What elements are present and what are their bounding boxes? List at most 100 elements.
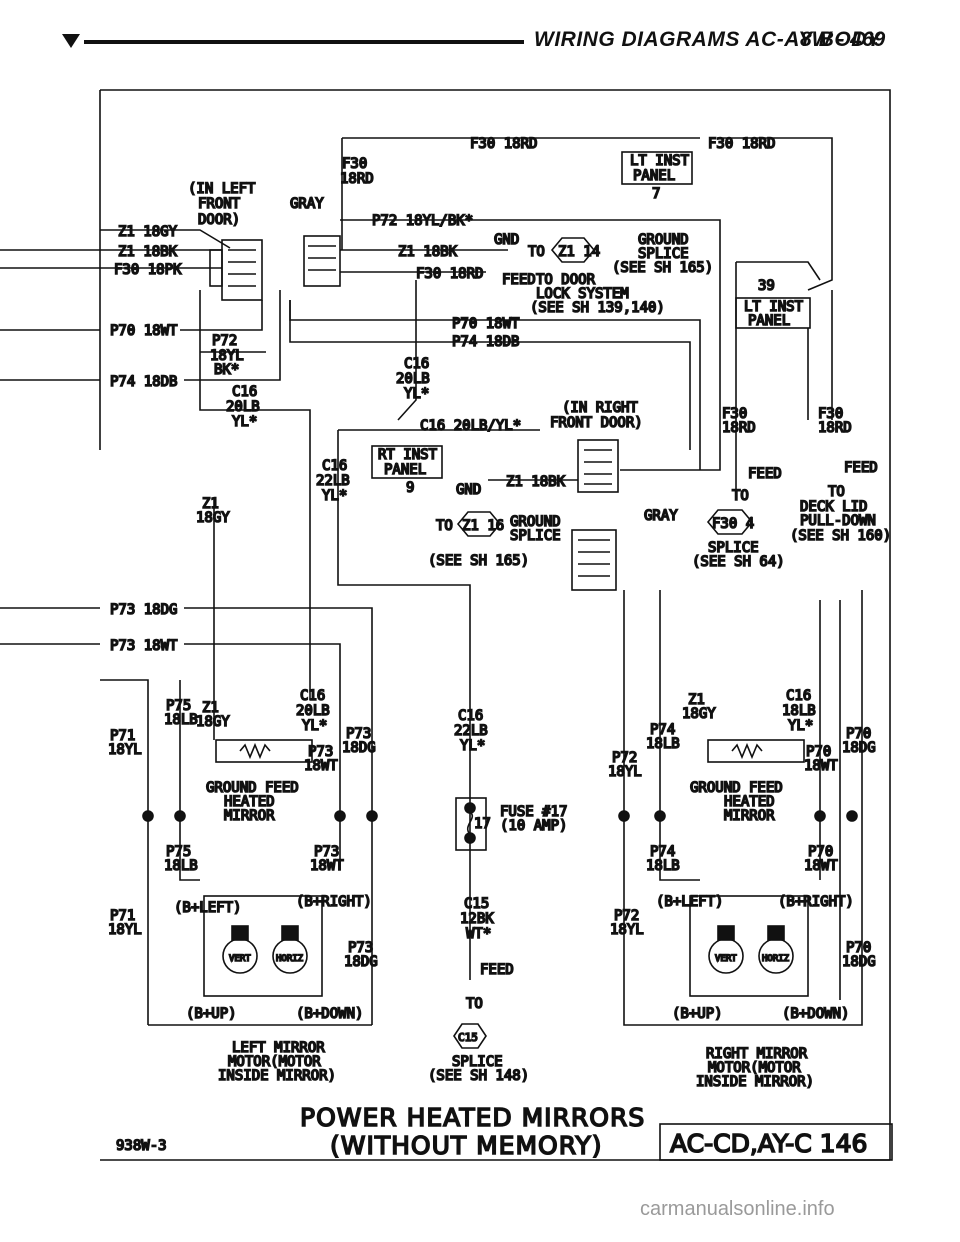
motor-label: VERT	[229, 954, 251, 964]
component-label: MOTOR(MOTOR	[228, 1054, 321, 1070]
rt-inst-panel-connector	[371, 445, 443, 479]
right-heater-element	[707, 739, 805, 763]
connector-color-label: GRAY	[290, 196, 324, 212]
wire-label: P72	[614, 908, 639, 924]
wire-label: P73 18WT	[110, 638, 178, 654]
connector-pins	[584, 449, 612, 485]
wire-label: F30	[722, 406, 747, 422]
wire-label: C16 20LB/YL*	[420, 418, 521, 434]
wire-label: P72	[212, 333, 237, 349]
wire-label: 18WT	[310, 858, 344, 874]
wire-label: 18GY	[196, 714, 230, 730]
wire-label: P73	[348, 940, 373, 956]
watermark: carmanualsonline.info	[640, 1198, 835, 1220]
splice-label: F30 4	[712, 516, 754, 532]
wire-label: Z1 18BK	[118, 244, 178, 260]
left-mirror-motor	[203, 895, 323, 997]
wire-label: P74 18DB	[110, 374, 177, 390]
wire-label: GND	[456, 482, 481, 498]
fuse-label: FUSE #17	[500, 804, 567, 820]
connector-pin: 9	[406, 480, 414, 496]
down-arrow-icon	[62, 34, 80, 48]
wire-label: 18LB	[782, 703, 816, 719]
splice-label: Z1 14	[558, 244, 600, 260]
connector-pins	[228, 249, 256, 287]
fuse-terminal	[464, 832, 476, 844]
wire-label: Z1	[688, 692, 705, 708]
component-label: RIGHT MIRROR	[706, 1046, 808, 1062]
wire-label: 20LB	[226, 399, 260, 415]
connector-label: LT INST	[630, 153, 690, 169]
wire-label: DECK LID	[800, 499, 867, 515]
wire-label: P75	[166, 698, 191, 714]
reference-label: (SEE SH 165)	[428, 553, 529, 569]
wire-c16-20lb	[337, 429, 540, 860]
right-mirror-motor	[689, 895, 809, 997]
wire-p74-center	[289, 300, 691, 450]
splice-dot	[174, 810, 186, 822]
page-number: 8W - 469	[800, 28, 886, 51]
wire-label: F30 18RD	[708, 136, 775, 152]
motor-brush	[717, 925, 735, 941]
wire-label: 18LB	[164, 858, 198, 874]
wire-label: 18DG	[842, 740, 876, 756]
wire-label: 18LB	[164, 712, 198, 728]
wire-label: 18WT	[304, 758, 338, 774]
wire-label: Z1 18GY	[118, 224, 178, 240]
motor-terminal-label: (B+UP)	[186, 1006, 237, 1022]
wire-label: LOCK SYSTEM	[536, 286, 629, 302]
motor-label: HORIZ	[276, 954, 304, 964]
wire-label: F30 18PK	[114, 262, 182, 278]
reference-label: (SEE SH 148)	[428, 1068, 529, 1084]
wire-label: Z1	[202, 496, 219, 512]
figure-number: 938W-3	[116, 1138, 167, 1154]
splice-dot	[654, 810, 666, 822]
splice-dot	[142, 810, 154, 822]
wire-label: GROUND FEED	[206, 780, 299, 796]
wire-label: C15	[464, 896, 489, 912]
fuse-number: 17	[474, 816, 491, 832]
wire-label: P75	[166, 844, 191, 860]
wire-label: YL*	[302, 718, 327, 734]
location-label: (IN LEFT	[188, 181, 256, 197]
wire-label: 18LB	[646, 736, 680, 752]
wire-label: 18LB	[646, 858, 680, 874]
wire-label: 18WT	[804, 858, 838, 874]
wire-label: P70	[808, 844, 833, 860]
wire-label: 20LB	[396, 371, 430, 387]
wire-label: 18GY	[682, 706, 716, 722]
wire-label: P73	[314, 844, 339, 860]
connector-label: PANEL	[748, 313, 790, 329]
reference-label: (SEE SH 160)	[790, 528, 891, 544]
wire-label: C16	[786, 688, 811, 704]
resistor-icon	[731, 742, 763, 760]
wire-label: 18YL	[108, 922, 142, 938]
wire-label: P71	[110, 908, 135, 924]
connector-pins	[578, 539, 610, 577]
wire-label: 18RD	[340, 171, 374, 187]
wire-label: 18DG	[342, 740, 376, 756]
wire-label: P73	[308, 744, 333, 760]
wire-label: 18YL	[108, 742, 142, 758]
wire-p73-18dg	[0, 607, 373, 1025]
wire-label: 18RD	[722, 420, 756, 436]
wire-label: P74 18DB	[452, 334, 519, 350]
fuse-icon	[466, 811, 474, 835]
splice-dot	[846, 810, 858, 822]
wire-label: P70	[846, 726, 871, 742]
wire-label: P71	[110, 728, 135, 744]
wire-label: Z1	[202, 700, 219, 716]
wire-z1-18gy	[100, 229, 231, 249]
splice-label: SPLICE	[452, 1054, 503, 1070]
wire-label: F30	[818, 406, 843, 422]
section-title: WIRING DIAGRAMS AC-AY BODY	[534, 28, 882, 51]
splice-dot	[366, 810, 378, 822]
connector-pin: 39	[758, 278, 775, 294]
wire-label: 18YL	[608, 764, 642, 780]
motor-terminal-label: (B+LEFT)	[174, 900, 241, 916]
resistor-icon	[239, 742, 271, 760]
wire-label: YL*	[232, 414, 257, 430]
wire-label: P70	[846, 940, 871, 956]
location-label: DOOR)	[198, 212, 240, 228]
